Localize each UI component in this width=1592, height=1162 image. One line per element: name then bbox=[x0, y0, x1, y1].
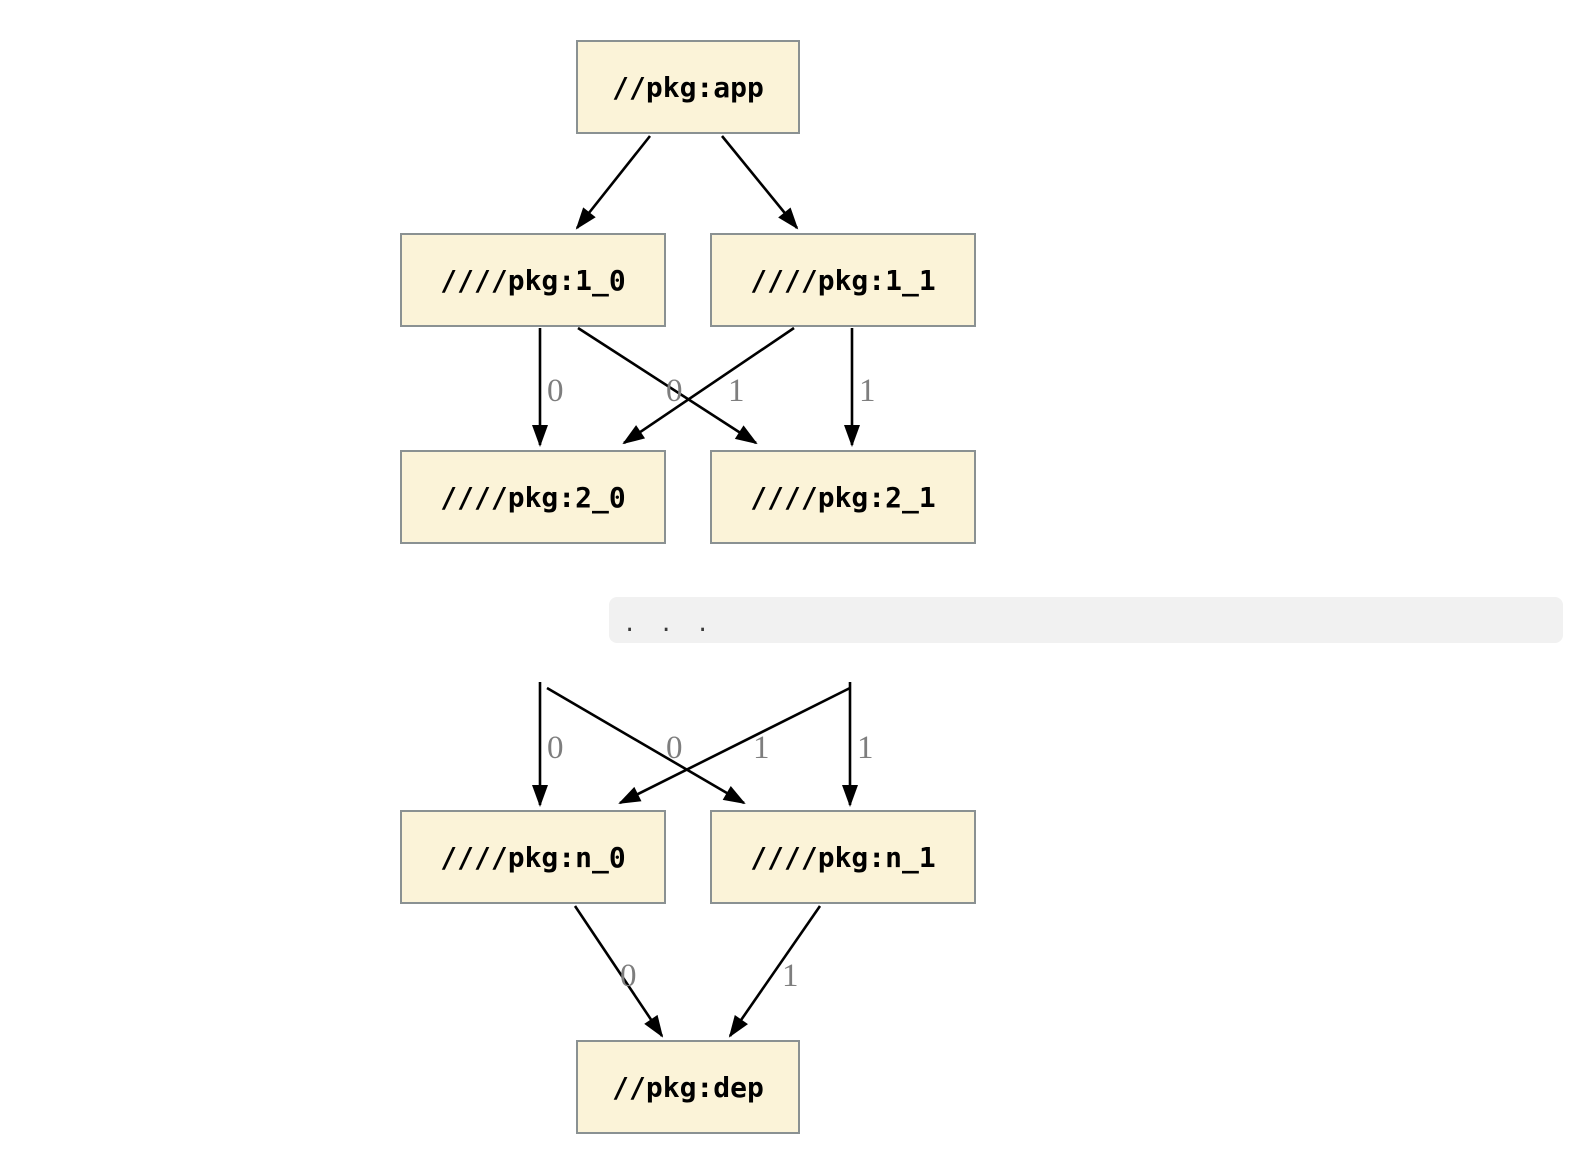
node-pkg-dep: //pkg:dep bbox=[576, 1040, 800, 1134]
edge-pkgn_0-to-dep: 0 bbox=[573, 905, 664, 1038]
edge-app-to-pkg1_1 bbox=[720, 135, 799, 230]
node-pkg-1_0: ////pkg:1_0 bbox=[400, 233, 666, 327]
edge-label: 1 bbox=[728, 373, 745, 409]
ellipsis-code-block: . . . bbox=[609, 597, 1563, 643]
edge-label: 1 bbox=[857, 730, 874, 766]
edge-pkg1_1-to-pkg2_1: 1 bbox=[844, 328, 876, 447]
ellipsis-text: . . . bbox=[623, 611, 715, 637]
node-pkg-n_1: ////pkg:n_1 bbox=[710, 810, 976, 904]
edge-label: 0 bbox=[620, 958, 637, 994]
edge-pkgn_1-to-dep: 1 bbox=[728, 905, 822, 1038]
edge-app-to-pkg1_0 bbox=[575, 135, 652, 230]
edge-label: 1 bbox=[782, 958, 799, 994]
edge-cut-to-pkgn_1: 1 bbox=[842, 682, 874, 807]
edge-label: 1 bbox=[753, 730, 770, 766]
edge-pkg1_0-to-pkg2_0: 0 bbox=[532, 328, 564, 447]
edge-label: 0 bbox=[547, 730, 564, 766]
node-pkg-2_1: ////pkg:2_1 bbox=[710, 450, 976, 544]
edge-cut-to-pkgn_1-cross: 1 bbox=[546, 686, 770, 805]
edge-pkg1_1-to-pkg2_0: 0 bbox=[622, 326, 795, 445]
edge-pkg1_0-to-pkg2_1: 1 bbox=[577, 326, 758, 445]
edge-label: 0 bbox=[666, 373, 683, 409]
edge-label: 0 bbox=[666, 730, 683, 766]
node-pkg-app: //pkg:app bbox=[576, 40, 800, 134]
node-pkg-n_0: ////pkg:n_0 bbox=[400, 810, 666, 904]
node-pkg-2_0: ////pkg:2_0 bbox=[400, 450, 666, 544]
edge-label: 1 bbox=[859, 373, 876, 409]
edge-cutcross-to-pkgn_0: 0 bbox=[618, 686, 851, 805]
edge-label: 0 bbox=[547, 373, 564, 409]
edge-cut-to-pkgn_0: 0 bbox=[532, 682, 564, 807]
node-pkg-1_1: ////pkg:1_1 bbox=[710, 233, 976, 327]
